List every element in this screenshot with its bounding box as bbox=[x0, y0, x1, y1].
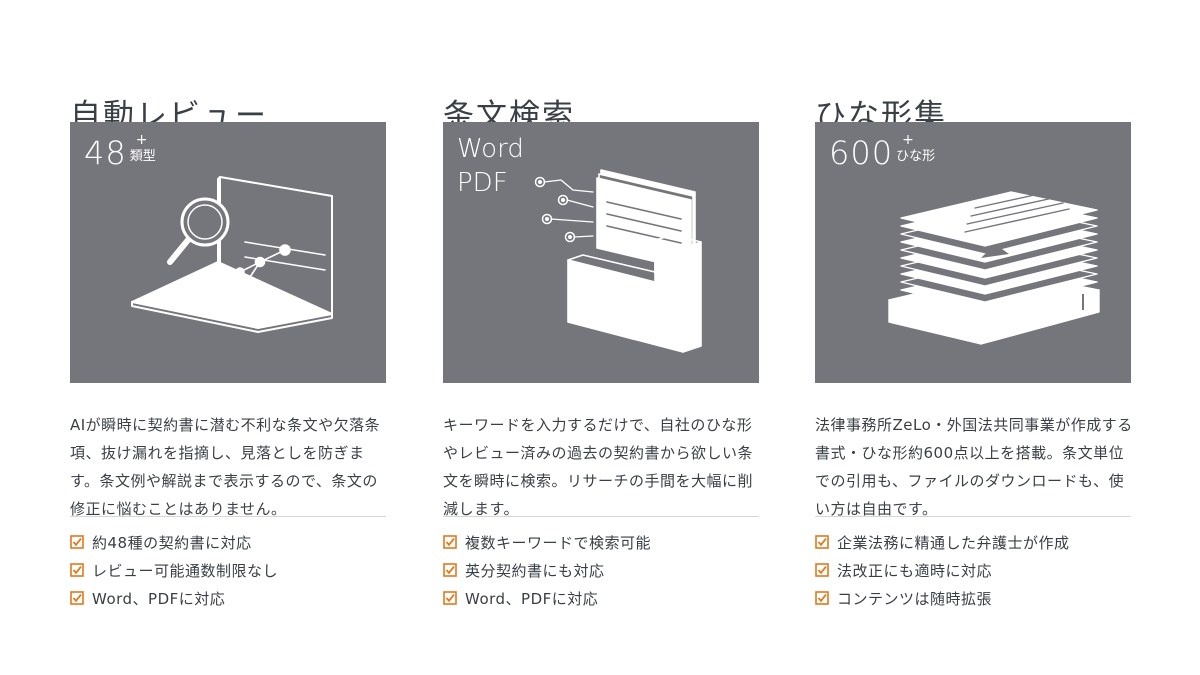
column-description: 法律事務所ZeLo・外国法共同事業が作成する書式・ひな形約600点以上を搭載。条… bbox=[815, 416, 1133, 518]
badge-format-pdf: PDF bbox=[457, 168, 508, 198]
feature-label: コンテンツは随時拡張 bbox=[837, 589, 993, 608]
feature-list: 企業法務に精通した弁護士が作成 法改正にも適時に対応 コンテンツは随時拡張 bbox=[815, 528, 1070, 612]
feature-item: 複数キーワードで検索可能 bbox=[443, 528, 651, 556]
column-description: AIが瞬時に契約書に潜む不利な条文や欠落条項、抜け漏れを指摘し、見落としを防ぎま… bbox=[70, 416, 381, 518]
feature-label: 企業法務に精通した弁護士が作成 bbox=[837, 533, 1070, 552]
count-badge: 600 +ひな形 bbox=[829, 132, 936, 172]
document-filing-box-illustration bbox=[534, 169, 702, 353]
laptop-magnifier-robot-illustration bbox=[131, 176, 333, 333]
badge-number: 48 bbox=[84, 134, 127, 172]
feature-item: コンテンツは随時拡張 bbox=[815, 584, 1070, 612]
badge-plus: + bbox=[902, 132, 914, 148]
checkbox-checked-icon bbox=[70, 535, 84, 549]
feature-item: 英分契約書にも対応 bbox=[443, 556, 651, 584]
checkbox-checked-icon bbox=[443, 535, 457, 549]
feature-label: レビュー可能通数制限なし bbox=[92, 561, 279, 580]
illustration-panel: 48 +類型 bbox=[70, 122, 386, 383]
badge-unit: 類型 bbox=[129, 149, 156, 164]
illustration-panel: 600 +ひな形 bbox=[815, 122, 1131, 383]
divider bbox=[70, 516, 386, 517]
feature-item: Word、PDFに対応 bbox=[70, 584, 278, 612]
document-stack-illustration bbox=[888, 191, 1100, 345]
feature-item: Word、PDFに対応 bbox=[443, 584, 651, 612]
feature-label: 複数キーワードで検索可能 bbox=[465, 533, 652, 552]
badge-number: 600 bbox=[829, 134, 894, 172]
feature-item: 約48種の契約書に対応 bbox=[70, 528, 278, 556]
feature-label: 約48種の契約書に対応 bbox=[92, 533, 252, 552]
feature-label: 法改正にも適時に対応 bbox=[837, 561, 993, 580]
feature-item: 法改正にも適時に対応 bbox=[815, 556, 1070, 584]
illustration-panel: Word PDF bbox=[443, 122, 759, 383]
checkbox-checked-icon bbox=[443, 591, 457, 605]
column-description: キーワードを入力するだけで、自社のひな形やレビュー済みの過去の契約書から欲しい条… bbox=[443, 416, 754, 518]
divider bbox=[815, 516, 1131, 517]
checkbox-checked-icon bbox=[815, 563, 829, 577]
feature-list: 複数キーワードで検索可能 英分契約書にも対応 Word、PDFに対応 bbox=[443, 528, 651, 612]
divider bbox=[443, 516, 759, 517]
feature-label: Word、PDFに対応 bbox=[465, 589, 599, 608]
badge-plus: + bbox=[135, 132, 148, 148]
badge-unit: ひな形 bbox=[896, 149, 936, 164]
format-badge: Word PDF bbox=[457, 132, 524, 200]
feature-item: 企業法務に精通した弁護士が作成 bbox=[815, 528, 1070, 556]
checkbox-checked-icon bbox=[815, 535, 829, 549]
checkbox-checked-icon bbox=[815, 591, 829, 605]
feature-list: 約48種の契約書に対応 レビュー可能通数制限なし Word、PDFに対応 bbox=[70, 528, 278, 612]
checkbox-checked-icon bbox=[443, 563, 457, 577]
checkbox-checked-icon bbox=[70, 563, 84, 577]
feature-item: レビュー可能通数制限なし bbox=[70, 556, 278, 584]
feature-label: 英分契約書にも対応 bbox=[465, 561, 605, 580]
feature-label: Word、PDFに対応 bbox=[92, 589, 226, 608]
checkbox-checked-icon bbox=[70, 591, 84, 605]
badge-format-word: Word bbox=[457, 134, 524, 164]
count-badge: 48 +類型 bbox=[84, 132, 156, 172]
